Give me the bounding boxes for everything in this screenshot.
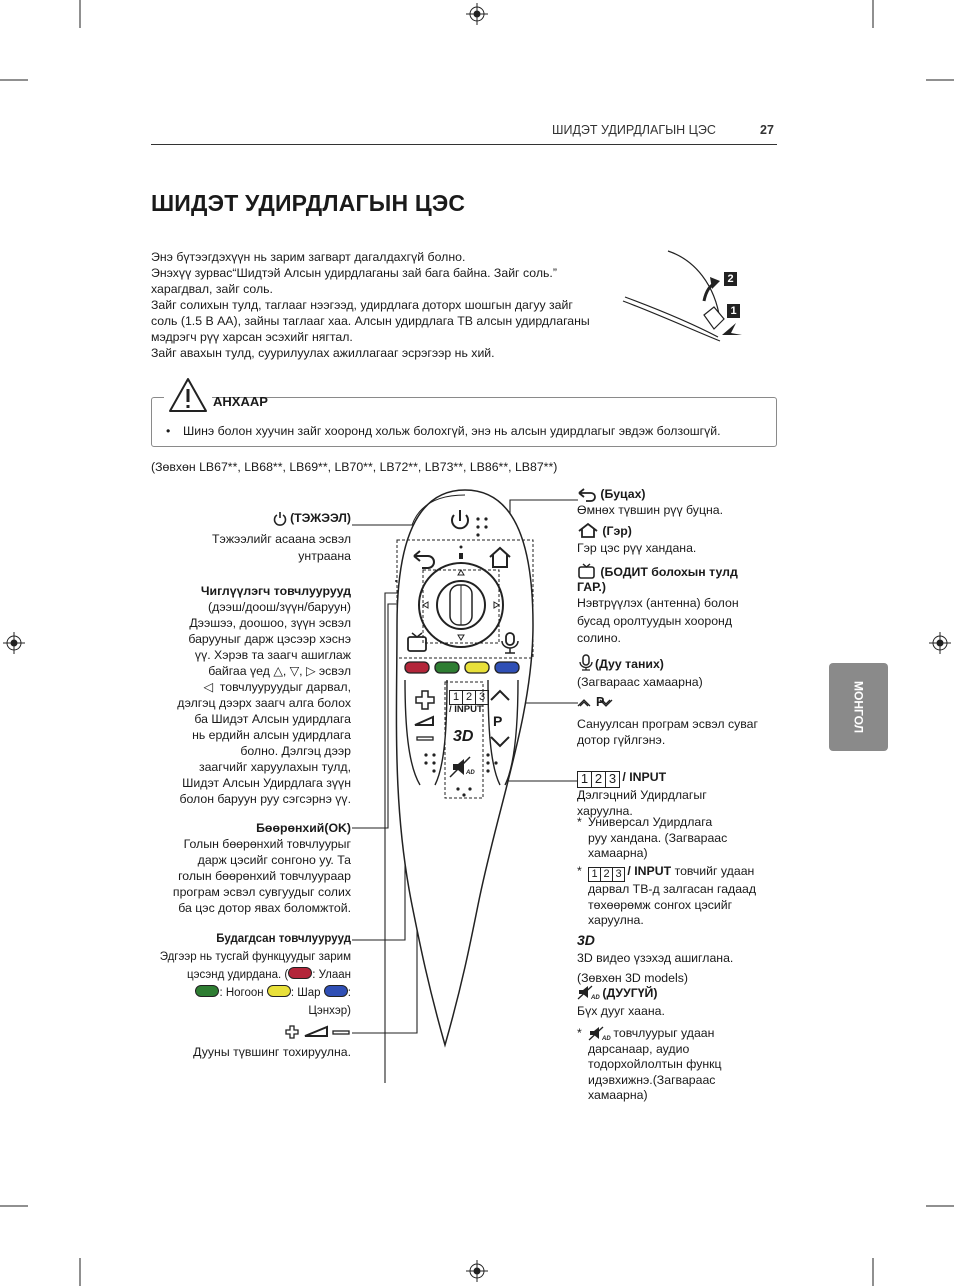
power-label: (ТЭЖЭЭЛ) [150,510,351,526]
battery-cover-figure [622,250,742,342]
red-button-icon [288,967,313,979]
step-1-badge: 1 [727,304,740,318]
intro-line: харагдвал, зайг соль. [151,282,273,296]
remote-back-button [413,550,435,569]
registration-mark-top [466,3,488,25]
remote-home-button [489,546,511,568]
arrow-left-icon: ◁ [203,680,213,694]
power-title: (ТЭЖЭЭЛ) [290,511,351,525]
step-2-badge: 2 [724,272,737,286]
remote-live-tv-button [407,632,427,652]
remote-power-button [451,510,488,537]
back-icon [578,488,596,502]
volume-icons [285,1025,350,1039]
running-header: ШИДЭТ УДИРДЛАГЫН ЦЭС [552,123,716,137]
volume-desc: Дууны түвшинг тохируулна. [193,1045,351,1059]
registration-mark-bottom [466,1260,488,1282]
3d-section: 3D 3D видео үзэхэд ашиглана. (Зөвхөн 3D … [577,931,787,987]
channel-section: Сануулсан програм эсвэл суваг дотор гүйл… [577,694,797,748]
caution-text: Шинэ болон хуучин зайг хооронд хольж бол… [183,424,721,438]
color-section: Будагдсан товчлуурууд Эдгээр нь тусгай ф… [140,930,351,1020]
svg-text:AD: AD [590,995,600,1001]
intro-text: Энэ бүтээгдэхүүн нь зарим загварт дагалд… [151,249,631,361]
back-section: (Буцах) Өмнөх түвшин рүү буцна. [577,487,724,517]
volume-icon [304,1025,328,1037]
intro-line: Энэ бүтээгдэхүүн нь зарим загварт дагалд… [151,250,466,264]
arrow-right-icon: ▷ [305,664,316,678]
intro-line: Зайг авахын тулд, суурилуулах ажиллагааг… [151,346,495,360]
registration-mark-right [929,632,951,654]
voice-mic-icon [579,654,593,671]
caution-box [151,397,777,447]
remote-volume-up-button [415,690,435,710]
remote-volume-rocker [404,679,421,786]
magic-remote-diagram [352,489,578,1083]
channel-chevrons-icon [577,699,613,707]
volume-up-icon [285,1025,299,1039]
3d-icon: 3D [577,932,595,948]
remote-input-label: / INPUT [449,704,483,715]
blue-button-icon [323,985,348,997]
power-desc: Тэжээлийг асаана эсвэл унтраана [212,532,351,563]
remote-mic-small-icon [459,545,463,559]
remote-p-label: P [493,713,503,729]
models-note: (Зөвхөн LB67**, LB68**, LB69**, LB70**, … [151,460,558,474]
mute-note: * AD товчлуурыг удаан дарсанаар, аудио т… [577,1026,722,1102]
caution-title: АНХААР [213,394,268,409]
mute-icon: AD [577,985,600,1001]
remote-3d-button: 3D [453,728,474,745]
caution-bullet: • [166,424,171,438]
live-tv-icon [578,563,595,579]
remote-volume-icon [414,715,434,726]
volume-down-icon [332,1030,350,1035]
green-button-icon [195,985,220,997]
intro-line: Зайг солихын тулд, таглааг нээгээд, удир… [151,298,573,312]
remote-color-buttons [404,661,520,674]
warning-icon [169,378,207,412]
remote-volume-down-button [416,736,434,741]
intro-line: соль (1.5 В AA), зайны таглааг хаа. Алсы… [151,314,590,328]
intro-line: мэдрэгч рүү харсан эсэхийг нягтал. [151,330,353,344]
intro-line: Энэхүү зурвас“Шидтэй Алсын удирдлаганы з… [151,266,557,280]
nav-arrows-line: байгаа үед △, ▽, ▷ эсвэл [208,664,351,678]
color-title: Будагдсан товчлуурууд [216,933,351,945]
arrow-down-icon: ▽ [289,664,300,678]
registration-mark-left [3,632,25,654]
home-section: (Гэр) Гэр цэс рүү хандана. [577,522,697,555]
remote-ad-label: AD [466,770,475,776]
remote-channel-up-button [490,689,510,701]
page-title: ШИДЭТ УДИРДЛАГЫН ЦЭС [151,190,466,216]
ok-title: Бөөрөнхий(OK) [256,821,351,835]
arrow-up-icon: △ [273,664,283,678]
channel-p-label: P [596,695,605,709]
voice-section: (Дуу таних) (Загвараас хамаарна) [577,654,797,691]
nav-title: Чиглүүлэгч товчлуурууд [200,584,351,598]
mute-section: AD (ДУУГҮЙ) Бүх дууг хаана. [577,985,665,1018]
live-tv-section: (БОДИТ болохын тулд ГАР.) Нэвтрүүлэх (ан… [577,563,739,645]
header-rule [151,144,777,145]
remote-voice-button [501,632,519,654]
remote-channel-down-button [490,736,510,748]
language-tab: МОНГОЛ [829,663,888,751]
mute-small-icon: AD [588,1026,611,1042]
remote-ok-wheel [436,580,486,630]
nav-section: Чиглүүлэгч товчлуурууд (дээш/доош/зүүн/б… [120,583,351,807]
power-icon [273,512,286,526]
input-note-1: * Универсал Удирдлага руу хандана. (Загв… [577,815,728,860]
yellow-button-icon [266,985,291,997]
ok-section: Бөөрөнхий(OK) Голын бөөрөнхий товчлуурыг… [140,820,351,916]
page-number: 27 [760,123,774,137]
home-icon [578,522,598,538]
svg-text:AD: AD [601,1036,611,1042]
remote-mute-button [449,756,471,778]
